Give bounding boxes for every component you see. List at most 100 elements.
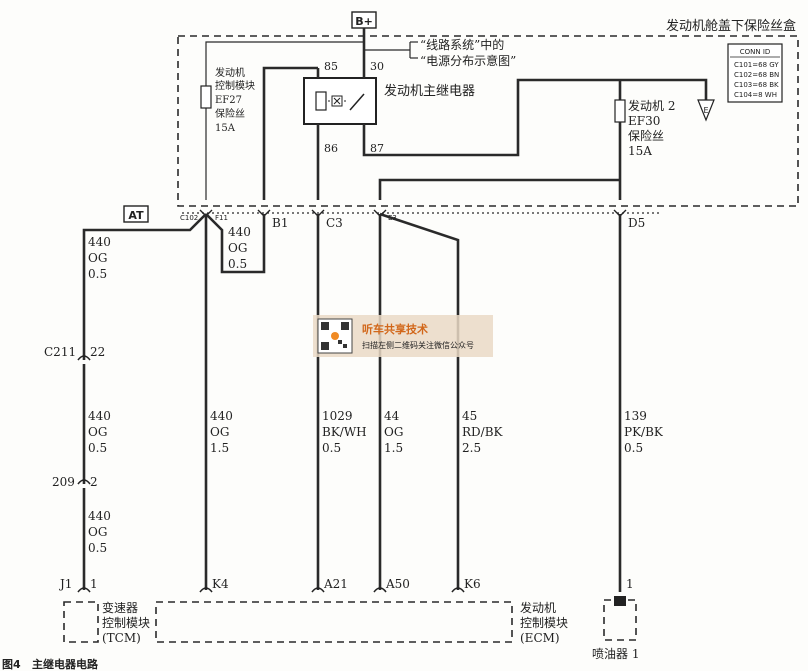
fuse-box-title: 发动机舱盖下保险丝盒 [666,18,796,34]
wire-k6-2: RD/BK [462,425,504,439]
pin-a21: A21 [323,577,348,591]
conn-id-box [727,43,783,103]
conn-c3: C3 [326,216,343,230]
injector-icon [614,596,626,606]
conn-d5: D5 [628,216,645,230]
conn-c102: C102 [180,214,198,222]
relay-pin-86: 86 [324,142,338,155]
ecm-pin-connectors [199,587,465,593]
fuse-ef27-line-3: EF27 [215,95,242,106]
qr-logo [331,332,339,340]
conn-id-title: CONN ID [740,48,771,56]
relay-pin-87: 87 [370,142,384,155]
relay-pin-30: 30 [370,60,384,73]
wire-d5-2: PK/BK [624,425,664,439]
c209-connector-icon [77,479,91,485]
ecm-box [155,601,513,643]
ecm-line-2: 控制模块 [520,616,568,630]
e3-splice-wire [378,178,620,200]
conn-f11: F11 [215,214,228,222]
wire-k4-1: 440 [210,409,233,423]
pin-injector: 1 [626,577,634,591]
conn-id-row-4: C104=8 WH [734,91,777,99]
fuse-ef27-line-2: 控制模块 [215,79,255,92]
caption-number: 图4 [2,658,21,671]
tcm-line-3: (TCM) [102,631,141,645]
fuse-ef30-symbol [614,99,626,123]
wire-f11-2: OG [228,241,247,255]
fuse-ef27-symbol [200,85,212,109]
wire-left-bot-3: 0.5 [88,541,107,555]
ground-icon [697,99,715,122]
k6-wire [379,212,460,590]
wire-left-mid-1: 440 [88,409,111,423]
j1-label: J1 [58,577,72,591]
pin-a50: A50 [385,577,410,591]
pin85-wire [262,66,318,200]
relay-pin-85: 85 [324,60,338,73]
conn-id-row-3: C103=68 BK [734,81,779,89]
j1-connector-icon [77,587,91,593]
wire-left-top-2: OG [88,251,107,265]
injector-label: 喷油器 1 [592,647,639,661]
wire-d5-3: 0.5 [624,441,643,455]
wire-a50-1: 44 [384,409,400,423]
wire-k4-3: 1.5 [210,441,229,455]
ecm-line-3: (ECM) [520,631,560,645]
pin-k6: K6 [464,577,481,591]
pin87-wire [362,78,708,157]
at-badge-box [123,205,149,223]
f11-loop-wire [205,213,266,274]
fuse-box-outline [177,35,799,207]
b-plus-label: B+ [355,15,373,28]
fuse-ef27-line-4: 保险丝 [215,107,245,120]
wire-f11-1: 440 [228,225,251,239]
wire-left-top-3: 0.5 [88,267,107,281]
relay-diode-mark [333,97,341,105]
wire-left-mid-2: OG [88,425,107,439]
fuse-ef30-line-2: EF30 [628,114,660,128]
power-bus [205,41,364,200]
fuse-ef30-line-1: 发动机 2 [628,98,675,113]
wire-k6-3: 2.5 [462,441,481,455]
wire-a50-2: OG [384,425,403,439]
ecm-line-1: 发动机 [520,600,556,615]
at-badge: AT [128,209,144,222]
fuse-ef30-line-4: 15A [628,144,652,158]
c209-label: 209 [52,475,75,489]
ref-note-2: “电源分布示意图” [420,53,516,68]
ref-note-1: “线路系统”中的 [420,37,504,52]
c209-pin: 2 [90,475,98,489]
c211-pin: 22 [90,345,105,359]
wire-d5-1: 139 [624,409,647,423]
watermark-subtitle: 扫描左侧二维码关注微信公众号 [362,340,474,350]
wire-a21-2: BK/WH [322,425,367,439]
wire-k6-1: 45 [462,409,477,423]
wire-k4-2: OG [210,425,229,439]
wire-a21-1: 1029 [322,409,353,423]
j1-pin: 1 [90,577,98,591]
tcm-line-2: 控制模块 [102,616,150,630]
c211-connector-icon [77,355,91,361]
tcm-box [63,601,99,643]
watermark-title: 听车共享技术 [362,322,428,336]
wire-a50-3: 1.5 [384,441,403,455]
conn-id-row-2: C102=68 BN [734,71,779,79]
conn-b1: B1 [272,216,288,230]
wire-f11-3: 0.5 [228,257,247,271]
wire-left-bot-2: OG [88,525,107,539]
relay-switch-icon [349,93,365,111]
fuse-ef27-line-5: 15A [215,123,236,134]
c211-label: C211 [44,345,76,359]
relay-coil-icon [315,91,327,111]
wire-left-mid-3: 0.5 [88,441,107,455]
tcm-line-1: 变速器 [102,600,138,615]
pin-k4: K4 [212,577,229,591]
fuse-ef30-line-3: 保险丝 [628,128,664,143]
tcm-wire-top [82,213,207,360]
wire-a21-3: 0.5 [322,441,341,455]
fuse-ef27-line-1: 发动机 [215,66,245,79]
wire-left-top-1: 440 [88,235,111,249]
wire-left-bot-1: 440 [88,509,111,523]
